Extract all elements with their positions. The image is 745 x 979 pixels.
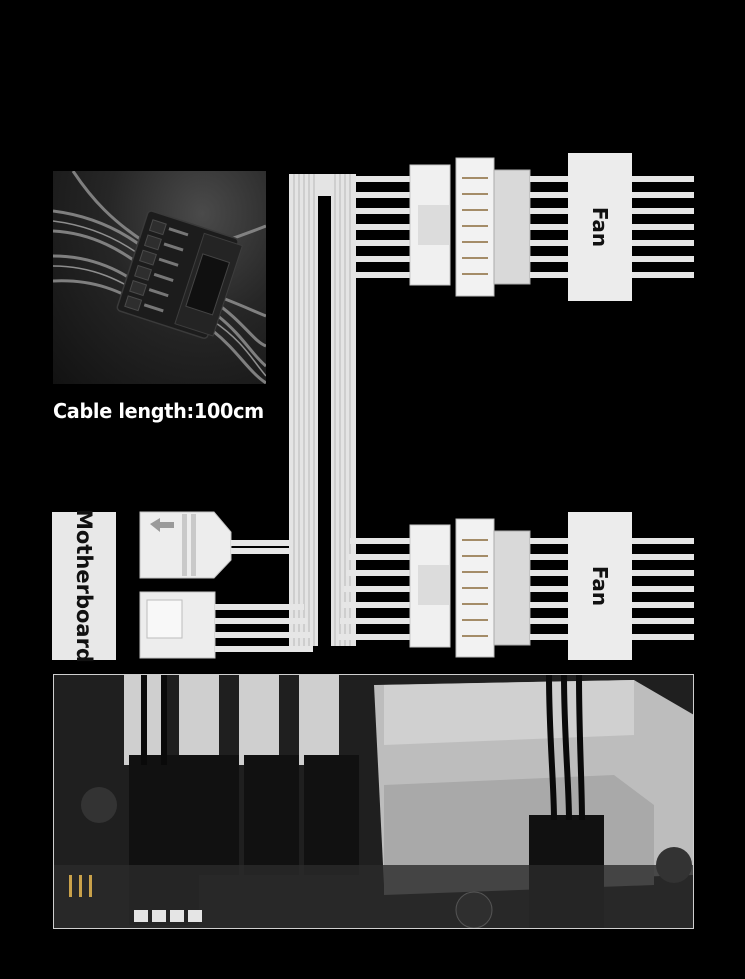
motherboard-label-box: Motherboard xyxy=(52,509,116,663)
fan-bottom-label-box: Fan xyxy=(568,512,632,660)
connector-closeup-illustration xyxy=(53,171,266,384)
fan-top-label-box: Fan xyxy=(568,153,632,301)
wiring-diagram xyxy=(139,157,694,659)
cable-length-caption: Cable length:100cm xyxy=(53,399,264,423)
motherboard-installation-photo xyxy=(53,674,694,929)
installation-illustration xyxy=(54,675,693,928)
connector-closeup-photo xyxy=(53,171,266,384)
trunk-cable-right xyxy=(330,174,356,646)
